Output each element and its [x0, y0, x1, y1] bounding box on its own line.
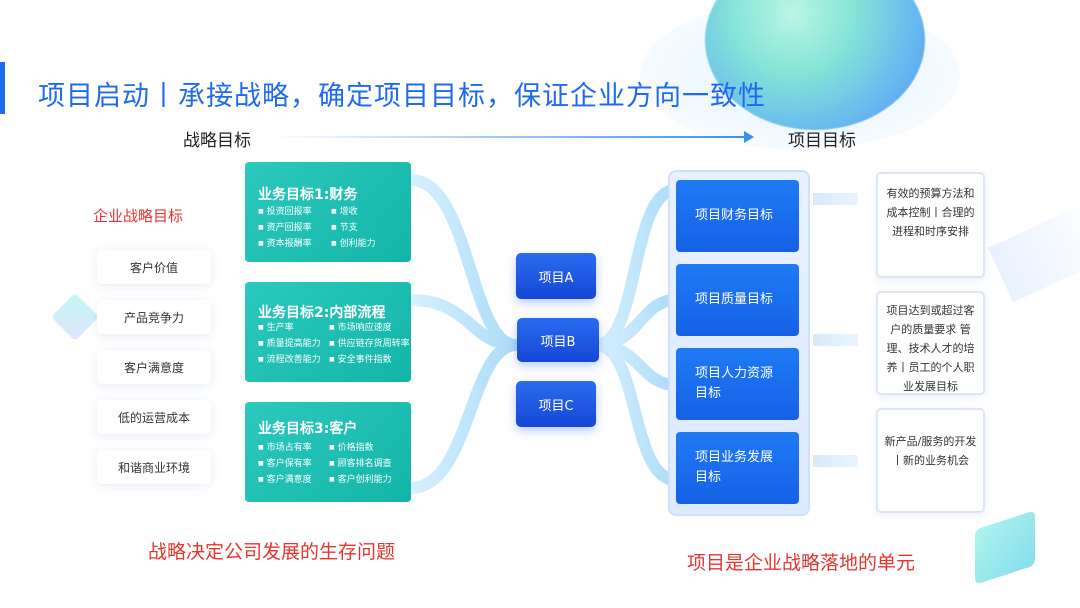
axis-label-project: 项目目标	[788, 131, 856, 151]
arrow-right-icon	[744, 131, 754, 143]
project-target-finance: 项目财务目标	[676, 180, 799, 252]
axis-label-strategy: 战略目标	[183, 131, 251, 151]
goal-bullet: 生产率	[258, 320, 321, 336]
business-goal-list-right: 价格指数 顾客排名调查 客户创利能力	[329, 440, 392, 488]
goal-bullet: 质量提高能力	[258, 336, 321, 352]
project-target-quality: 项目质量目标	[676, 264, 799, 336]
project-box-c: 项目C	[516, 381, 596, 427]
enterprise-value-item: 低的运营成本	[97, 400, 211, 434]
page-title: 项目启动丨承接战略，确定项目目标，保证企业方向一致性	[38, 81, 766, 112]
connector-bar	[813, 455, 858, 467]
project-box-b: 项目B	[517, 318, 599, 362]
goal-bullet: 供应链存货周转率	[329, 336, 410, 352]
goal-bullet: 资产回报率	[258, 220, 312, 236]
business-goal-list-left: 生产率 质量提高能力 流程改善能力	[258, 320, 321, 368]
goal-bullet: 客户保有率	[258, 456, 312, 472]
enterprise-value-item: 客户价值	[97, 250, 211, 284]
footer-caption-right: 项目是企业战略落地的单元	[687, 552, 916, 574]
enterprise-value-item: 产品竞争力	[97, 300, 211, 334]
enterprise-value-item: 客户满意度	[97, 350, 211, 384]
connector-bar	[813, 193, 858, 205]
goal-bullet: 资本报酬率	[258, 236, 312, 252]
business-goal-card-customer: 业务目标3:客户 市场占有率 客户保有率 客户满意度 价格指数 顾客排名调查 客…	[245, 402, 411, 502]
target-description-card: 新产品/服务的开发丨新的业务机会	[876, 408, 985, 513]
goal-bullet: 市场响应速度	[329, 320, 410, 336]
goal-bullet: 流程改善能力	[258, 352, 321, 368]
goal-bullet: 创利能力	[331, 236, 376, 252]
project-target-business: 项目业务发展目标	[676, 432, 799, 504]
title-accent-bar	[0, 62, 5, 114]
target-description-card: 项目达到或超过客户的质量要求 管理、技术人才的培养丨员工的个人职业发展目标	[876, 291, 985, 395]
business-goal-title: 业务目标1:财务	[258, 187, 358, 203]
business-goal-title: 业务目标3:客户	[258, 421, 358, 437]
goal-bullet: 市场占有率	[258, 440, 312, 456]
goal-bullet: 增收	[331, 204, 376, 220]
project-target-hr: 项目人力资源目标	[676, 348, 799, 420]
goal-bullet: 客户创利能力	[329, 472, 392, 488]
goal-bullet: 顾客排名调查	[329, 456, 392, 472]
business-goal-list-left: 市场占有率 客户保有率 客户满意度	[258, 440, 312, 488]
goal-bullet: 价格指数	[329, 440, 392, 456]
goal-bullet: 节支	[331, 220, 376, 236]
business-goal-card-finance: 业务目标1:财务 投资回报率 资产回报率 资本报酬率 增收 节支 创利能力	[245, 162, 411, 262]
enterprise-goals-heading: 企业战略目标	[93, 207, 184, 225]
business-goal-card-process: 业务目标2:内部流程 生产率 质量提高能力 流程改善能力 市场响应速度 供应链存…	[245, 282, 411, 382]
goal-bullet: 安全事件指数	[329, 352, 410, 368]
footer-caption-left: 战略决定公司发展的生存问题	[148, 541, 396, 563]
goal-bullet: 客户满意度	[258, 472, 312, 488]
axis-arrow-line	[268, 136, 748, 138]
goal-bullet: 投资回报率	[258, 204, 312, 220]
connector-bar	[813, 334, 858, 346]
enterprise-value-item: 和谐商业环境	[97, 450, 211, 484]
business-goal-list-left: 投资回报率 资产回报率 资本报酬率	[258, 204, 312, 252]
business-goal-title: 业务目标2:内部流程	[258, 305, 386, 321]
business-goal-list-right: 增收 节支 创利能力	[331, 204, 376, 252]
target-description-card: 有效的预算方法和成本控制丨合理的进程和时序安排	[876, 172, 985, 278]
business-goal-list-right: 市场响应速度 供应链存货周转率 安全事件指数	[329, 320, 410, 368]
project-box-a: 项目A	[516, 253, 596, 299]
